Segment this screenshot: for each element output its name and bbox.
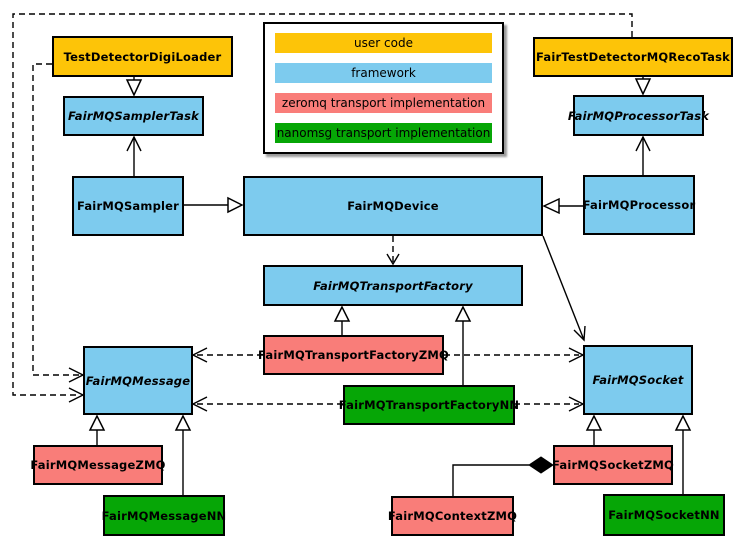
edge-dep-transportfactoryzmq-socket [444, 347, 585, 363]
hollow-triangle-icon [88, 414, 106, 431]
legend-item-framework: framework [275, 63, 492, 83]
legend-item-nanomsg: nanomsg transport implementation [275, 123, 492, 143]
edge-inherit-recotask-processortask [634, 76, 652, 96]
hollow-triangle-icon [333, 305, 351, 322]
open-arrowhead-icon [386, 253, 400, 266]
node-message-zmq: FairMQMessageZMQ [30, 445, 165, 485]
hollow-triangle-icon [174, 414, 192, 431]
open-arrowhead-icon [126, 135, 142, 152]
node-sampler: FairMQSampler [72, 176, 184, 236]
node-transportfactory: FairMQTransportFactory [263, 265, 523, 306]
hollow-triangle-icon [454, 305, 472, 322]
node-socket-zmq: FairMQSocketZMQ [552, 445, 674, 485]
edge-inherit-messagenn-message [174, 414, 192, 495]
node-transportfactory-zmq: FairMQTransportFactoryZMQ [258, 335, 449, 375]
hollow-triangle-icon [674, 414, 692, 431]
open-arrowhead-icon [191, 347, 208, 363]
edge-dep-transportfactoryzmq-message [191, 347, 263, 363]
edge-comp-contextzmq-socketzmq [452, 456, 554, 496]
node-socket: FairMQSocket [583, 345, 693, 415]
open-arrowhead-icon [635, 135, 651, 152]
node-message-nn: FairMQMessageNN [102, 495, 226, 536]
edge-inherit-processor-device [542, 197, 583, 215]
hollow-triangle-icon [125, 79, 143, 97]
open-arrowhead-icon [573, 325, 586, 342]
node-transportfactory-nn: FairMQTransportFactoryNN [339, 385, 519, 425]
edge-dep-transportfactorynn-socket [514, 396, 585, 412]
edge-arrow-processor-processortask [635, 135, 651, 175]
edge-inherit-socketzmq-socket [585, 414, 603, 445]
node-recotask: FairTestDetectorMQRecoTask [533, 37, 733, 77]
edge-inherit-digiloader-samplertask [125, 76, 143, 97]
edge-assoc-device-socket [542, 235, 586, 342]
edge-inherit-socketnn-socket [674, 414, 692, 494]
legend-item-user-code: user code [275, 33, 492, 53]
edge-inherit-messagezmq-message [88, 414, 106, 445]
node-digiloader: TestDetectorDigiLoader [52, 36, 233, 77]
edge-inherit-transportfactorynn-transportfactory [454, 305, 472, 385]
edge-dep-device-transportfactory [386, 236, 400, 266]
hollow-triangle-icon [634, 78, 652, 96]
edge-arrow-sampler-samplertask [126, 135, 142, 176]
node-socket-nn: FairMQSocketNN [603, 494, 725, 536]
hollow-triangle-icon [585, 414, 603, 431]
node-samplertask: FairMQSamplerTask [63, 96, 204, 136]
edge-dep-transportfactorynn-message [191, 396, 343, 412]
legend-item-zeromq: zeromq transport implementation [275, 93, 492, 113]
legend: user code framework zeromq transport imp… [263, 22, 504, 154]
node-processor: FairMQProcessor [583, 175, 695, 235]
node-device: FairMQDevice [243, 176, 543, 236]
hollow-triangle-icon [542, 197, 560, 215]
edge-inherit-sampler-device [184, 196, 244, 214]
hollow-triangle-icon [227, 196, 244, 214]
filled-diamond-icon [528, 456, 554, 474]
edge-inherit-transportfactoryzmq-transportfactory [333, 305, 351, 335]
node-message: FairMQMessage [83, 346, 193, 415]
node-context-zmq: FairMQContextZMQ [388, 496, 517, 536]
open-arrowhead-icon [191, 396, 208, 412]
node-processortask: FairMQProcessorTask [568, 95, 709, 136]
